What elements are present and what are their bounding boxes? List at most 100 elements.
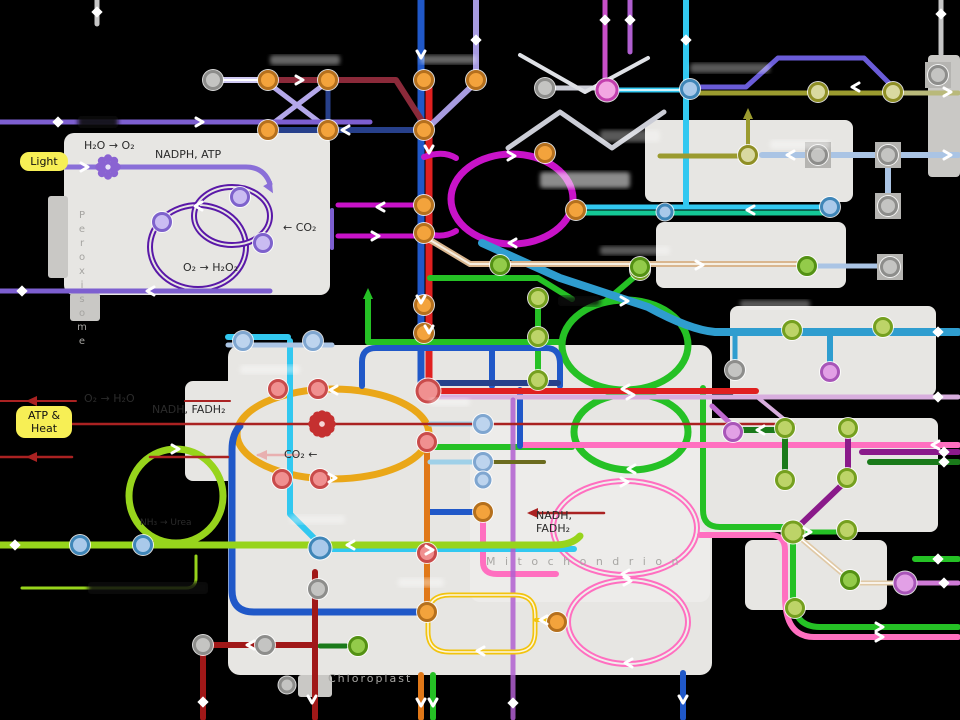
- metabolite-station: [775, 470, 795, 490]
- flow-chevron: [785, 149, 796, 161]
- flow-chevron: [375, 201, 386, 213]
- arrowhead: [256, 450, 267, 460]
- flow-chevron: [619, 295, 630, 307]
- terminus-diamond: [938, 456, 950, 468]
- flow-chevron: [423, 144, 435, 155]
- metabolite-station: [278, 676, 296, 694]
- metabolite-station: [782, 320, 802, 340]
- metabolite-station: [873, 317, 893, 337]
- flow-chevron: [620, 568, 631, 580]
- pathway-line: [269, 83, 325, 127]
- label-smudge: [88, 582, 208, 594]
- terminus-diamond: [470, 34, 482, 46]
- metabolite-station: [308, 536, 332, 560]
- pathway-line: [59, 164, 273, 187]
- metabolite-station: [535, 78, 555, 98]
- pathway-line: [790, 537, 960, 630]
- flow-chevron: [850, 81, 861, 93]
- flow-chevron: [626, 463, 637, 475]
- metabolite-station: [656, 203, 674, 221]
- metabolite-station: [258, 120, 278, 140]
- label-smudge: [540, 172, 630, 188]
- flow-chevron: [623, 657, 634, 669]
- metabolite-station: [473, 414, 493, 434]
- pathway-line: [359, 345, 563, 389]
- metabolite-station: [893, 571, 917, 595]
- metabolite-station: [878, 196, 898, 216]
- flow-chevron: [942, 86, 953, 98]
- label-mitochondrion: M i t o c h o n d r i o n: [486, 555, 682, 568]
- metabolite-station: [595, 78, 619, 102]
- atp-heat-badge-text: ATP & Heat: [27, 409, 61, 436]
- metabolite-station: [723, 422, 743, 442]
- pathway-line: [700, 385, 789, 530]
- label-smudge: [770, 140, 830, 149]
- label-nadph-atp: NADPH, ATP: [155, 148, 222, 161]
- flow-chevron: [79, 161, 90, 173]
- flow-chevron: [942, 149, 953, 161]
- flow-chevron: [538, 614, 549, 626]
- pathway-line: [795, 479, 848, 530]
- metabolite-station: [840, 570, 860, 590]
- label-chloroplast: Chloroplast: [328, 672, 413, 685]
- flow-chevron: [802, 526, 813, 538]
- metabolite-station: [547, 612, 567, 632]
- label-h2o-to-o2: H₂O → O₂: [84, 139, 135, 152]
- label-co2-peroxisome: ← CO₂: [283, 221, 317, 234]
- arrowhead: [743, 108, 753, 119]
- flow-chevron: [619, 476, 630, 488]
- metabolite-station: [473, 452, 493, 472]
- pathway-line-inner: [429, 239, 805, 265]
- atp-heat-badge: ATP & Heat: [16, 406, 72, 439]
- flow-chevron: [170, 443, 181, 455]
- metabolite-station: [837, 468, 857, 488]
- pathway-line: [697, 532, 960, 640]
- metabolite-station: [820, 362, 840, 382]
- metabolite-station: [417, 432, 437, 452]
- metabolite-station: [738, 145, 758, 165]
- metabolite-station: [415, 378, 441, 404]
- metabolite-station: [808, 82, 828, 102]
- terminus-diamond: [938, 577, 950, 589]
- arrowhead: [363, 288, 373, 299]
- terminus-diamond: [197, 696, 209, 708]
- terminus-diamond: [52, 116, 64, 128]
- metabolite-station: [318, 70, 338, 90]
- compartment-panel: [185, 381, 330, 481]
- flow-chevron: [755, 424, 766, 436]
- terminus-diamond: [16, 285, 28, 297]
- label-smudge: [290, 515, 345, 524]
- metabolite-station: [490, 255, 510, 275]
- label-nh3-to-urea: NH₃ → Urea: [140, 518, 192, 528]
- label-smudge: [690, 63, 770, 73]
- metabolite-station: [528, 327, 548, 347]
- metabolite-station: [230, 187, 250, 207]
- flow-chevron: [340, 124, 351, 136]
- flow-chevron: [625, 389, 636, 401]
- arrowhead: [26, 452, 37, 462]
- terminus-diamond: [680, 34, 692, 46]
- compartment-panel: [48, 196, 68, 278]
- metabolite-station: [630, 257, 650, 277]
- flow-chevron: [328, 384, 339, 396]
- flow-chevron: [306, 694, 318, 705]
- metabolite-station: [308, 379, 328, 399]
- pathway-loop: [447, 150, 577, 248]
- label-o2-to-h2o: O₂ → H₂O: [84, 392, 135, 405]
- metabolite-station: [70, 535, 90, 555]
- terminus-diamond: [9, 539, 21, 551]
- metabolite-station: [880, 257, 900, 277]
- flow-chevron: [193, 200, 204, 212]
- label-o2-to-h2o2: O₂ → H₂O₂: [183, 261, 239, 274]
- pathway-line: [0, 532, 584, 549]
- sun-icon: [97, 169, 106, 178]
- label-smudge: [398, 578, 444, 587]
- pathway-line: [518, 53, 650, 94]
- pathway-line: [228, 422, 424, 616]
- metabolite-station: [535, 143, 555, 163]
- flow-chevron: [245, 639, 256, 651]
- flow-chevron: [427, 697, 439, 708]
- metabolite-station: [775, 418, 795, 438]
